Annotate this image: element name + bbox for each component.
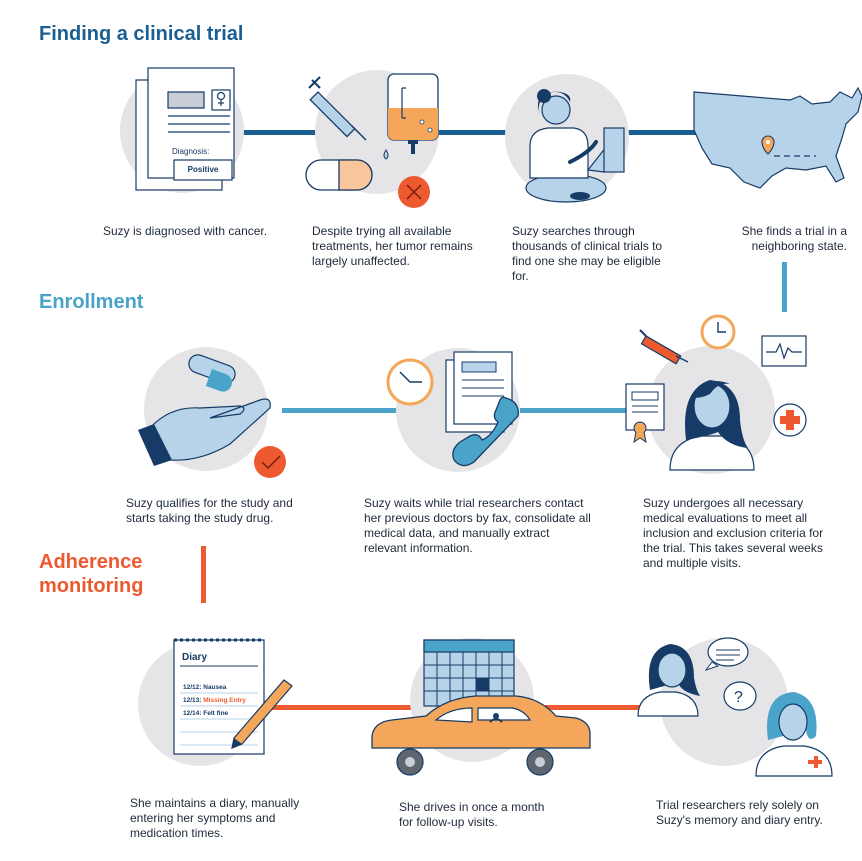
drop-icon — [383, 149, 389, 160]
connector-vertical-blue — [782, 262, 787, 312]
certificate-icon — [625, 383, 665, 444]
medical-cross-icon — [773, 403, 807, 437]
connector-row-1 — [240, 130, 702, 135]
us-map-icon — [693, 86, 862, 189]
syringe-icon — [308, 76, 367, 141]
heading-enrollment: Enrollment — [39, 291, 144, 313]
caption-drives: She drives in once a month for follow-up… — [399, 800, 545, 829]
diary-entry-text: Nausea — [203, 684, 227, 691]
caption-evaluations: Suzy undergoes all necessary medical eva… — [643, 496, 824, 570]
suzy-laptop-icon — [525, 89, 625, 203]
heading-finding-trial: Finding a clinical trial — [39, 23, 244, 45]
heading-adherence-line2: monitoring — [39, 575, 144, 597]
diagnosis-result: Positive — [187, 165, 219, 174]
wall-clock-icon — [386, 358, 434, 406]
capsule-icon — [188, 354, 236, 392]
diary-entry-date: 12/12: — [183, 684, 202, 691]
calendar-icon — [423, 639, 515, 707]
diary-entry: 12/12: Nausea — [183, 684, 226, 691]
iv-bag-icon — [387, 73, 439, 154]
researcher-woman-icon — [637, 644, 700, 717]
diary-title: Diary — [182, 652, 208, 663]
pencil-icon — [231, 679, 293, 749]
car-icon — [371, 695, 591, 776]
diary-entry-date: 12/14: — [183, 710, 202, 717]
pill-icon — [305, 159, 373, 191]
diary-entry-missing: 12/13: Missing Entry — [183, 697, 246, 704]
check-badge-icon — [254, 446, 286, 478]
heading-adherence-monitoring: Adherence monitoring — [39, 550, 143, 598]
connector-vertical-orange — [201, 546, 206, 603]
speech-bubble-icon — [704, 637, 749, 671]
connector-row-2 — [282, 408, 640, 413]
caption-diagnosed: Suzy is diagnosed with cancer. — [103, 224, 268, 238]
stacked-papers-icon — [445, 351, 513, 433]
question-bubble-icon: ? — [723, 681, 757, 711]
caption-searches: Suzy searches through thousands of clini… — [512, 224, 663, 283]
researcher-doctor-icon — [755, 692, 833, 777]
clock-icon — [700, 314, 736, 350]
diary-entry-date: 12/13: — [183, 697, 202, 704]
caption-qualifies: Suzy qualifies for the study and starts … — [126, 496, 293, 525]
caption-treatments: Despite trying all available treatments,… — [312, 224, 473, 268]
medical-document-icon — [135, 67, 235, 191]
heading-adherence-line1: Adherence — [39, 551, 143, 573]
diary-entry-text: Felt fine — [203, 710, 229, 717]
caption-finds: She finds a trial in a neighboring state… — [741, 224, 847, 253]
open-hand-icon — [138, 398, 271, 466]
phone-receiver-icon — [452, 396, 519, 467]
caption-waits: Suzy waits while trial researchers conta… — [364, 496, 591, 555]
diary-entry-text-missing: Missing Entry — [203, 697, 246, 704]
x-badge-icon — [398, 176, 430, 208]
heart-monitor-icon — [761, 335, 807, 367]
diary-entry: 12/14: Felt fine — [183, 710, 228, 717]
caption-rely: Trial researchers rely solely on Suzy's … — [656, 798, 823, 827]
connector-row-3 — [262, 705, 650, 710]
suzy-portrait-icon — [669, 380, 755, 471]
diagnosis-label: Diagnosis: — [172, 147, 210, 156]
svg-text:?: ? — [734, 689, 743, 706]
evaluation-syringe-icon — [639, 329, 689, 365]
caption-diary: She maintains a diary, manually entering… — [130, 796, 300, 840]
